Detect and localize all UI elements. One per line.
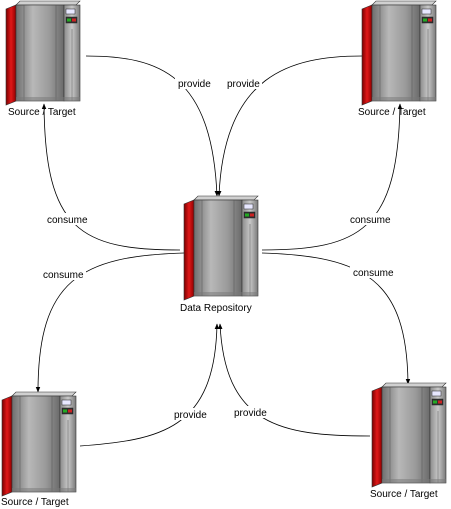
edge-label-bottom-right-consume: consume (350, 266, 396, 279)
node-label-top-right: Source / Target (358, 107, 426, 118)
edge-label-left-consume: consume (44, 213, 90, 226)
node-label-top-left: Source / Target (8, 107, 76, 118)
server-icon (371, 382, 447, 488)
server-icon (361, 0, 437, 106)
edge-label-bottom-left-provide: provide (171, 408, 211, 421)
edge-bottom-right-provide (218, 323, 371, 437)
svg-text:consume: consume (47, 215, 88, 226)
edge-bottom-right-consume (261, 252, 411, 385)
svg-text:provide: provide (178, 79, 211, 90)
svg-text:consume: consume (353, 268, 394, 279)
edge-label-bottom-left-consume: consume (40, 268, 86, 281)
server-node-bottom-right[interactable]: Source / Target (370, 382, 447, 500)
server-node-top-right[interactable]: Source / Target (358, 0, 437, 118)
server-node-bottom-left[interactable]: Source / Target (1, 391, 77, 508)
svg-text:provide: provide (234, 408, 267, 419)
node-label-bottom-left: Source / Target (1, 497, 69, 508)
server-icon (183, 195, 259, 301)
edge-label-right-consume: consume (347, 213, 393, 226)
edge-top-right-provide (216, 55, 363, 197)
svg-text:provide: provide (174, 410, 207, 421)
server-node-top-left[interactable]: Source / Target (5, 0, 81, 118)
server-node-data-repository[interactable]: Data Repository (179, 195, 259, 314)
edge-label-bottom-right-provide: provide (231, 406, 271, 419)
edge-left-consume (41, 103, 181, 251)
edge-bottom-left-provide (79, 323, 220, 447)
svg-text:consume: consume (43, 270, 84, 281)
node-label-bottom-right: Source / Target (370, 489, 438, 500)
server-icon (5, 0, 81, 106)
edge-right-consume (261, 103, 403, 251)
edge-label-top-left-provide: provide (175, 77, 213, 90)
svg-text:consume: consume (350, 215, 391, 226)
server-icon (1, 391, 77, 497)
node-label-data-repository: Data Repository (180, 303, 252, 314)
edge-label-top-right-provide: provide (224, 77, 262, 90)
svg-text:provide: provide (227, 79, 260, 90)
edge-bottom-left-consume (35, 252, 185, 393)
